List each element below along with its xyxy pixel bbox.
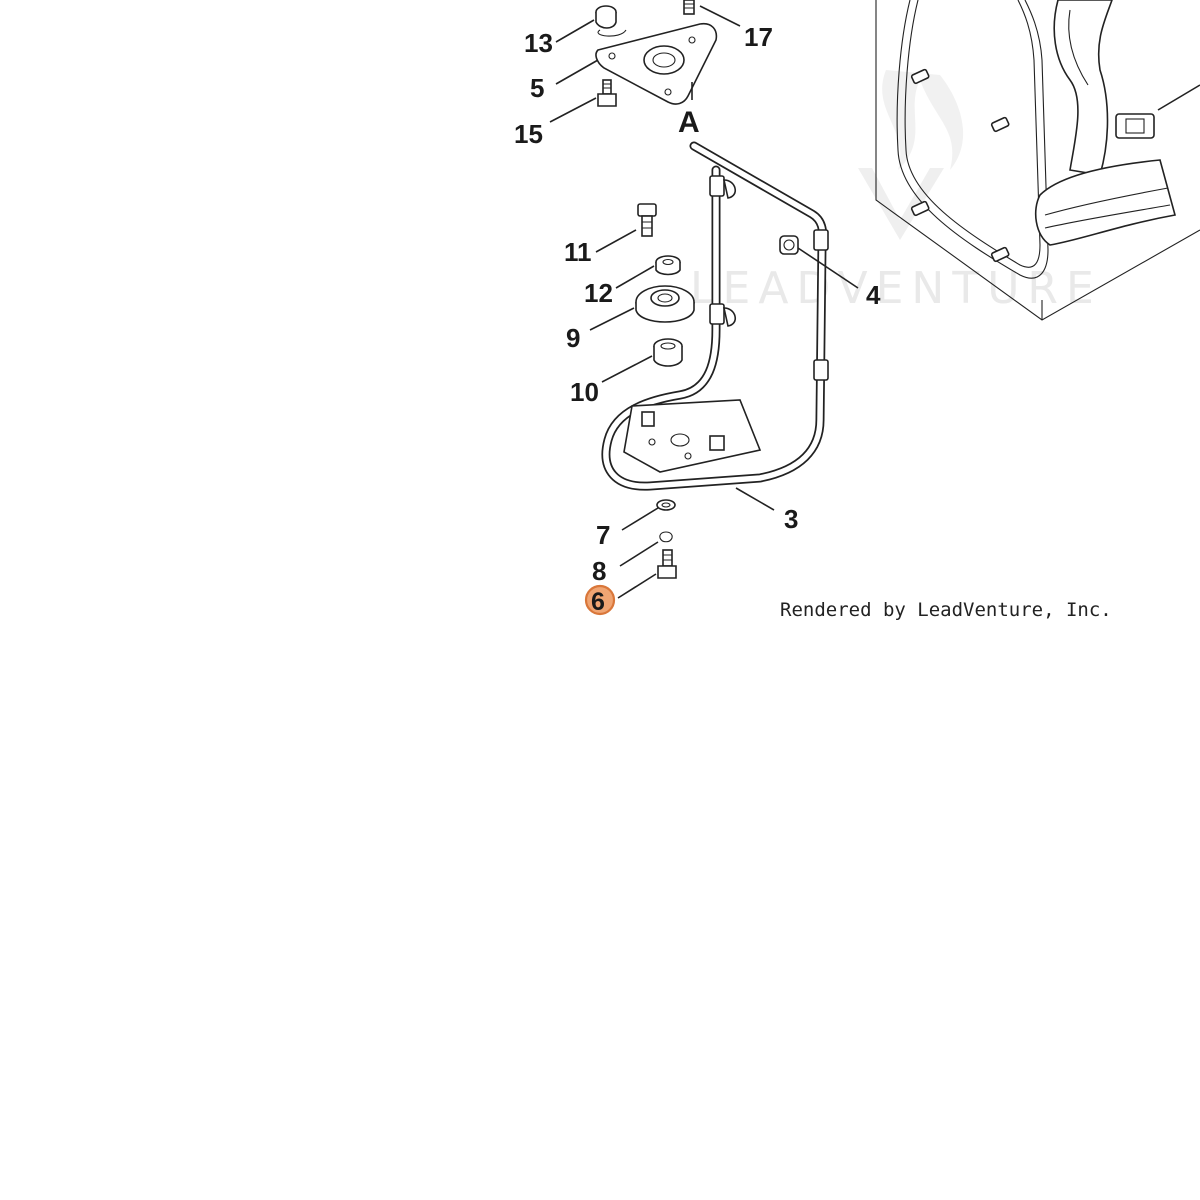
spacer-12 (655, 255, 681, 276)
watermark-logo (858, 70, 964, 240)
lock-washer-8 (659, 531, 673, 543)
view-label: A (678, 106, 700, 139)
damper-9 (635, 285, 695, 323)
watermark-text: LEADVENTURE (690, 263, 1102, 314)
spring-cap (595, 5, 627, 37)
callout-5[interactable]: 5 (530, 73, 544, 103)
callout-6[interactable]: 6 (591, 588, 605, 616)
leader-lines (549, 5, 859, 599)
callout-7[interactable]: 7 (596, 520, 610, 550)
screw-17 (683, 0, 695, 15)
callout-11[interactable]: 11 (564, 237, 592, 267)
callout-9[interactable]: 9 (566, 323, 580, 353)
bolt-15 (597, 79, 617, 107)
callout-12[interactable]: 12 (584, 278, 613, 308)
callout-13[interactable]: 13 (524, 28, 553, 58)
housing-assembly (875, 0, 1200, 321)
bolt-6 (657, 549, 677, 579)
callout-6-ring (584, 584, 616, 616)
callout-10[interactable]: 10 (570, 377, 599, 407)
callout-6-highlight[interactable]: 6 (584, 584, 616, 616)
callout-4[interactable]: 4 (866, 280, 881, 310)
nut-4 (779, 235, 799, 255)
washer-7 (656, 499, 676, 511)
callout-3[interactable]: 3 (784, 504, 798, 534)
callout-8[interactable]: 8 (592, 556, 606, 586)
frame-tube (601, 141, 829, 491)
screw-11 (637, 203, 657, 237)
render-credit: Rendered by LeadVenture, Inc. (780, 599, 1112, 621)
callout-17[interactable]: 17 (744, 22, 773, 52)
base-plate (623, 399, 762, 473)
spacer-10 (653, 338, 683, 367)
callout-15[interactable]: 15 (514, 119, 543, 149)
mounting-plate (595, 22, 718, 105)
